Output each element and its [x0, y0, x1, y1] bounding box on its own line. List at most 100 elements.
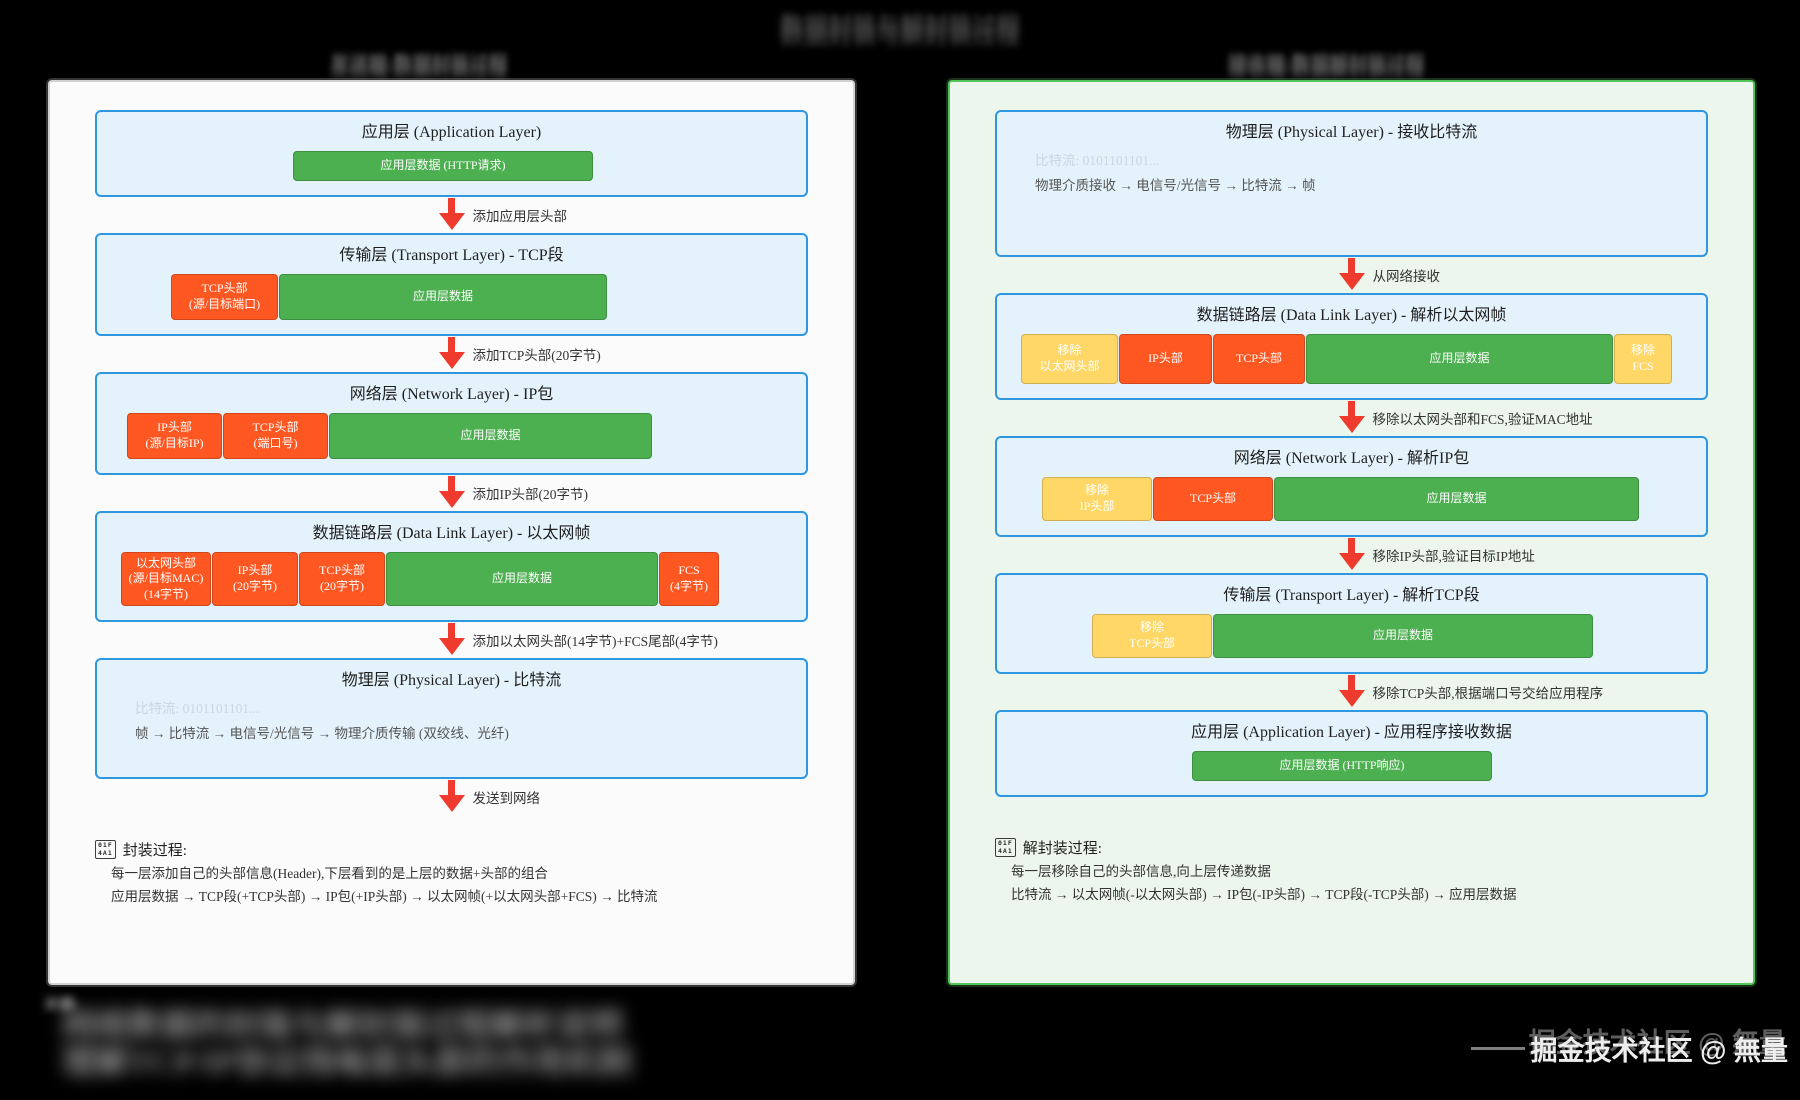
arrow-step-label: 添加IP头部(20字节) [472, 487, 589, 502]
right-panel-subtitle-blurred: 接收端:数据解封装过程 [1228, 53, 1425, 74]
arrow-step-label: 添加以太网头部(14字节)+FCS尾部(4字节) [472, 634, 718, 649]
down-arrow-icon [1338, 258, 1365, 290]
arrow-head [438, 213, 465, 230]
note-title-text: 解封装过程: [1022, 841, 1102, 857]
pdu-bar: 以太网头部 (源/目标MAC) (14字节)IP头部 (20字节)TCP头部 (… [121, 552, 782, 606]
left-panel-subtitle-blurred: 发送端:数据封装过程 [330, 53, 508, 74]
arrow-row: 添加TCP头部(20字节) [95, 336, 808, 372]
transport-layer-rx: 传输层 (Transport Layer) - 解析TCP段移除 TCP头部应用… [995, 573, 1708, 674]
layer-title: 传输层 (Transport Layer) - TCP段 [339, 247, 564, 264]
transport-layer-tx: 传输层 (Transport Layer) - TCP段 TCP头部 (源/目标端… [95, 233, 808, 336]
down-arrow-icon [1338, 538, 1365, 570]
layer-title: 应用层 (Application Layer) - 应用程序接收数据 [1191, 724, 1512, 741]
arrow-step-label: 移除TCP头部,根据端口号交给应用程序 [1372, 686, 1604, 701]
arrow-row: 从网络接收 [995, 257, 1708, 293]
pdu-segment-yellow: 移除 FCS [1614, 334, 1672, 384]
datalink-layer-rx: 数据链路层 (Data Link Layer) - 解析以太网帧移除 以太网头部… [995, 293, 1708, 400]
layer-description: 物理介质接收 → 电信号/光信号 → 比特流 → 帧 [1035, 178, 1316, 193]
note-title-text: 封装过程: [122, 843, 187, 859]
layer-title: 应用层 (Application Layer) [361, 124, 542, 141]
pdu-segment-orange: TCP头部 (20字节) [299, 552, 385, 606]
pdu-segment-green: 应用层数据 [386, 552, 658, 606]
pdu-bar: 应用层数据 (HTTP请求) [121, 151, 782, 181]
arrow-step-label: 移除以太网头部和FCS,验证MAC地址 [1372, 412, 1593, 427]
arrow-row: 移除TCP头部,根据端口号交给应用程序 [995, 674, 1708, 710]
pdu-segment-yellow: 移除 IP头部 [1042, 477, 1152, 521]
footer-note-line: 理解TCP/IP协议栈每层头部的作用机制 [62, 1045, 633, 1081]
pdu-segment-green: 应用层数据 [329, 413, 652, 459]
pdu-segment-green: 应用层数据 (HTTP请求) [293, 151, 593, 181]
page-title-blurred: 数据封装与解封装过程 [780, 14, 1020, 40]
layer-title: 网络层 (Network Layer) - IP包 [349, 386, 554, 403]
down-arrow-icon [438, 780, 465, 812]
pdu-bar: IP头部 (源/目标IP)TCP头部 (端口号)应用层数据 [121, 413, 782, 459]
pdu-segment-green: 应用层数据 [1274, 477, 1639, 521]
arrow-stem [1348, 538, 1355, 553]
pdu-bar: 应用层数据 (HTTP响应) [1021, 751, 1682, 781]
down-arrow-icon [1338, 675, 1365, 707]
arrow-stem [448, 780, 455, 795]
down-arrow-icon [438, 337, 465, 369]
arrow-stem [448, 476, 455, 491]
pdu-segment-orange: IP头部 [1119, 334, 1212, 384]
pdu-segment-yellow: 移除 以太网头部 [1021, 334, 1118, 384]
down-arrow-icon [438, 476, 465, 508]
arrow-head [1338, 416, 1365, 433]
down-arrow-icon [1338, 401, 1365, 433]
arrow-step-label: 移除IP头部,验证目标IP地址 [1372, 549, 1535, 564]
arrow-row: 移除IP头部,验证目标IP地址 [995, 537, 1708, 573]
footer-note-blurred: 网络数据的封装与解封装过程解析说明 理解TCP/IP协议栈每层头部的作用机制 [62, 1008, 632, 1082]
physical-layer-rx: 物理层 (Physical Layer) - 接收比特流比特流: 0101101… [995, 110, 1708, 257]
arrow-head [438, 352, 465, 369]
layer-description: 帧 → 比特流 → 电信号/光信号 → 物理介质传输 (双绞线、光纤) [135, 726, 509, 741]
pdu-segment-orange: TCP头部 (源/目标端口) [171, 274, 278, 320]
layer-title: 数据链路层 (Data Link Layer) - 以太网帧 [312, 525, 591, 542]
encapsulation-panel: 应用层 (Application Layer) 应用层数据 (HTTP请求) 添加应… [48, 80, 855, 985]
arrow-head [438, 795, 465, 812]
pdu-segment-orange: FCS (4字节) [659, 552, 719, 606]
arrow-head [1338, 553, 1365, 570]
down-arrow-icon [438, 623, 465, 655]
arrow-step-label: 添加应用层头部 [472, 209, 568, 224]
application-layer-rx: 应用层 (Application Layer) - 应用程序接收数据应用层数据 … [995, 710, 1708, 797]
pdu-segment-orange: TCP头部 (端口号) [223, 413, 328, 459]
layer-title: 物理层 (Physical Layer) - 比特流 [341, 672, 562, 689]
arrow-row: 添加以太网头部(14字节)+FCS尾部(4字节) [95, 622, 808, 658]
arrow-stem [448, 623, 455, 638]
note-line: 比特流 → 以太网帧(-以太网头部) → IP包(-IP头部) → TCP段(-… [1011, 887, 1517, 902]
bitstream-faint-text: 比特流: 0101101101... [135, 701, 260, 716]
watermark-rule [1470, 1047, 1525, 1050]
layer-title: 物理层 (Physical Layer) - 接收比特流 [1225, 124, 1478, 141]
arrow-row: 添加应用层头部 [95, 197, 808, 233]
arrow-head [1338, 690, 1365, 707]
decapsulation-panel: 物理层 (Physical Layer) - 接收比特流比特流: 0101101… [948, 80, 1755, 985]
pdu-segment-green: 应用层数据 [1213, 614, 1593, 658]
arrow-stem [1348, 258, 1355, 273]
arrow-step-label: 添加TCP头部(20字节) [472, 348, 601, 363]
arrow-row: 发送到网络 [95, 779, 808, 815]
bitstream-faint-text: 比特流: 0101101101... [1035, 153, 1160, 168]
watermark: 掘金技术社区 @ 無量 [1470, 1029, 1788, 1068]
footer-note-small-blurred: 关键: [44, 997, 79, 1013]
note-line: 应用层数据 → TCP段(+TCP头部) → IP包(+IP头部) → 以太网帧… [111, 889, 658, 904]
layer-title: 数据链路层 (Data Link Layer) - 解析以太网帧 [1196, 307, 1507, 324]
pdu-segment-green: 应用层数据 (HTTP响应) [1192, 751, 1492, 781]
note-line: 每一层添加自己的头部信息(Header),下层看到的是上层的数据+头部的组合 [111, 866, 548, 881]
pdu-segment-orange: TCP头部 [1213, 334, 1305, 384]
pdu-segment-green: 应用层数据 [279, 274, 607, 320]
arrow-step-label: 从网络接收 [1372, 269, 1441, 284]
arrow-row: 移除以太网头部和FCS,验证MAC地址 [995, 400, 1708, 436]
watermark-text: 掘金技术社区 @ 無量 [1530, 1036, 1788, 1066]
layer-title: 传输层 (Transport Layer) - 解析TCP段 [1223, 587, 1480, 604]
arrow-stem [1348, 401, 1355, 416]
arrow-stem [1348, 675, 1355, 690]
pdu-segment-orange: 以太网头部 (源/目标MAC) (14字节) [121, 552, 211, 606]
pdu-segment-orange: TCP头部 [1153, 477, 1273, 521]
arrow-step-label: 发送到网络 [472, 791, 541, 806]
